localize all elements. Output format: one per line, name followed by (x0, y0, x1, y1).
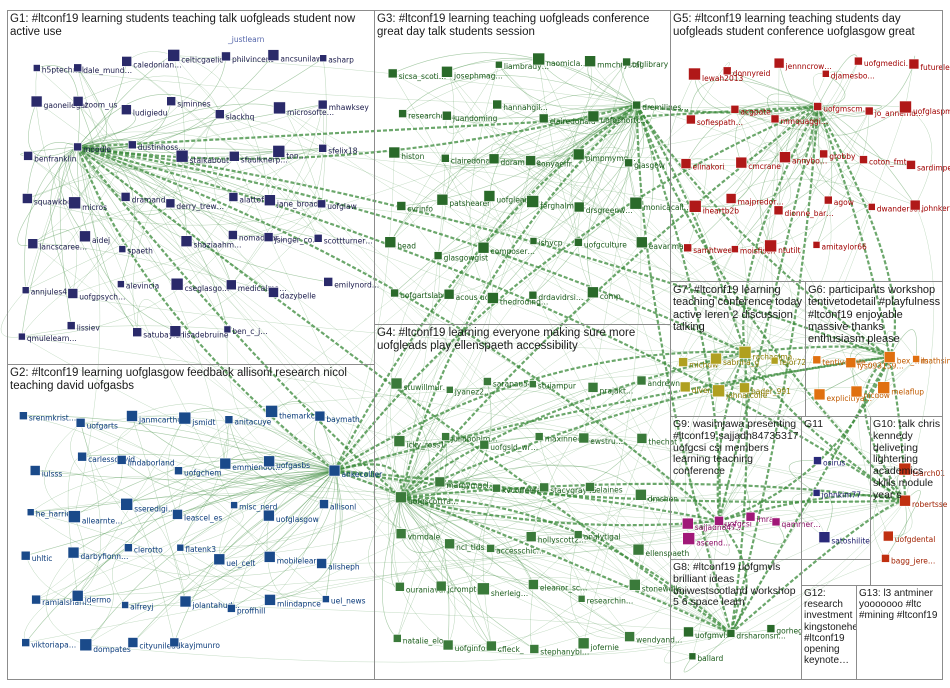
group-g1-title: G1: #ltconf19 learning students teaching… (10, 13, 372, 39)
group-g4-box (374, 324, 671, 680)
group-g3-title: G3: #ltconf19 learning teaching uofglead… (377, 13, 669, 39)
group-g11-box (801, 416, 871, 560)
group-g7-title: G7: #ltconf19 learning teaching conferen… (673, 284, 804, 333)
group-g9-title: G9: wasimjawa presenting #ltconf19 sajja… (673, 419, 801, 478)
group-g4-title: G4: #ltconf19 learning everyone making s… (377, 327, 669, 353)
group-g12-title: G12: research investment kingstonehelen … (804, 588, 856, 666)
group-g5-title: G5: #ltconf19 learning teaching students… (673, 13, 941, 39)
group-g1-box (7, 10, 375, 365)
group-g11-title: G11 (804, 419, 868, 431)
group-g2-title: G2: #ltconf19 learning uofglasgow feedba… (10, 367, 372, 393)
group-g8-title: G8: #ltconf19 uofgmvls brilliant ideas u… (673, 562, 801, 609)
group-g13-title: G13: l3 antminer yooooooo #ltc #mining #… (859, 588, 941, 622)
group-g10-title: G10: talk chris kennedy delivering light… (873, 419, 942, 501)
group-g5-box (670, 10, 943, 282)
group-g6-title: G6: participants workshop tentivetodetai… (808, 284, 941, 346)
group-g2-box (7, 364, 375, 680)
group-g3-box (374, 10, 671, 325)
